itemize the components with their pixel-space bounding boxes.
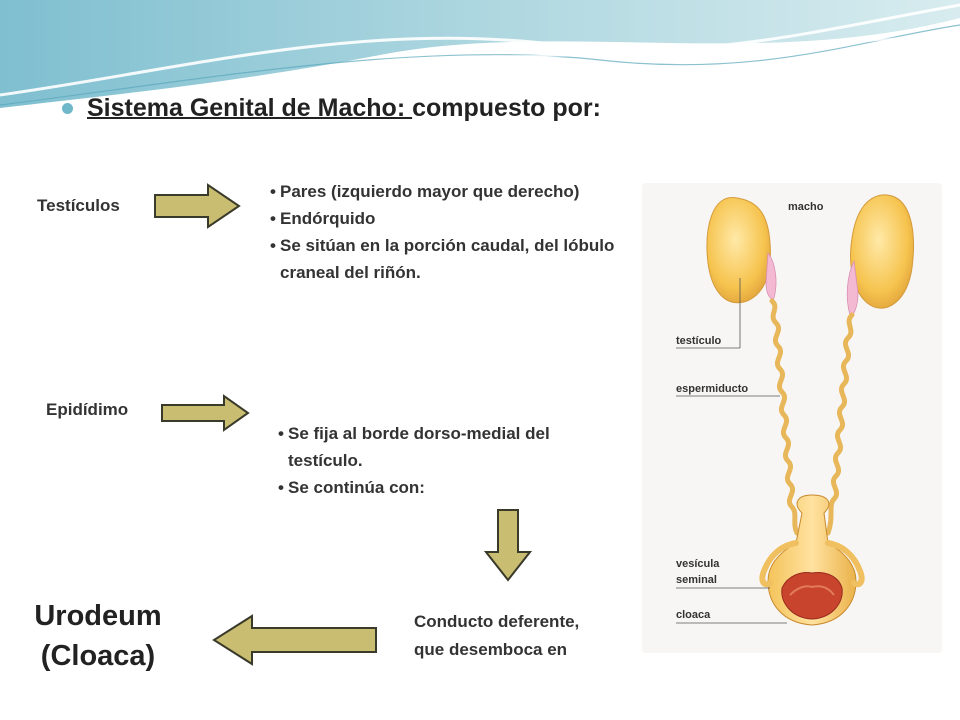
list-item: Se fija al borde dorso-medial del testíc… — [278, 420, 618, 474]
list-item: Se sitúan en la porción caudal, del lóbu… — [270, 232, 650, 286]
epididimo-label: Epidídimo — [46, 400, 129, 419]
cloaca-fold-shape — [789, 585, 835, 596]
vesicula-label-line-2: seminal — [676, 574, 717, 586]
testiculo-label: testículo — [676, 335, 722, 347]
epididimo-bullet-list: Se fija al borde dorso-medial del testíc… — [278, 420, 618, 501]
left-epididymis-shape — [765, 251, 777, 300]
male-genital-illustration: macho testículo espermiducto vesícula se… — [676, 194, 914, 626]
right-testis-shape — [850, 194, 914, 309]
vesicula-label-line-1: vesícula — [676, 558, 720, 570]
macho-label: macho — [788, 201, 824, 213]
left-ductus-shape — [769, 298, 800, 536]
conducto-line-1: Conducto deferente, — [414, 612, 580, 631]
list-item: Endórquido — [270, 205, 650, 232]
title-bullet-icon — [62, 102, 73, 114]
conducto-deferente-text: Conducto deferente, que desemboca en — [414, 608, 579, 664]
espermiducto-label: espermiducto — [676, 383, 748, 395]
slide-title: Sistema Genital de Macho: compuesto por: — [62, 88, 601, 128]
down-arrow-icon — [484, 509, 532, 582]
urodeum-line-2: (Cloaca) — [40, 640, 156, 672]
right-arrow-icon — [161, 394, 250, 432]
cloaca-label: cloaca — [676, 609, 711, 621]
testiculos-bullet-list: Pares (izquierdo mayor que derecho) Endó… — [270, 178, 650, 286]
cloaca-interior-shape — [781, 572, 843, 620]
right-ductus-shape — [825, 312, 855, 536]
title-underlined: Sistema Genital de Macho: — [87, 93, 413, 122]
list-item: Pares (izquierdo mayor que derecho) — [270, 178, 650, 205]
urodeum-line-1: Urodeum — [34, 600, 162, 632]
title-rest: compuesto por: — [412, 93, 601, 122]
testiculos-label: Testículos — [37, 196, 120, 215]
left-seminal-vesicle-shape — [759, 540, 799, 588]
right-arrow-icon — [154, 183, 241, 229]
list-item: Se continúa con: — [278, 474, 618, 501]
right-seminal-vesicle-shape — [825, 540, 865, 588]
conducto-line-2: que desemboca en — [414, 640, 568, 659]
left-testis-shape — [706, 197, 771, 304]
urodeum-label: Urodeum (Cloaca) — [18, 596, 178, 676]
header-wave-decoration — [0, 0, 960, 108]
left-arrow-icon — [212, 614, 377, 666]
